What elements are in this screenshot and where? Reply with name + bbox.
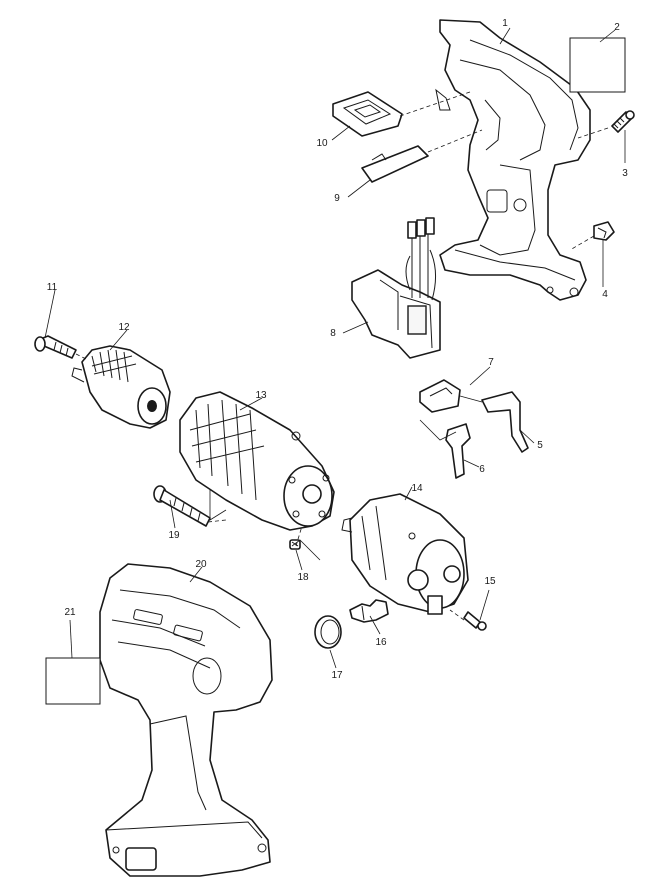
label-plate-21 [45,657,101,705]
part-label-18: 18 [297,572,309,583]
part-label-14: 14 [411,483,423,494]
clip-4 [593,221,615,241]
part-label-20: 20 [195,559,207,570]
leader-lines [44,27,626,669]
part-label-9: 9 [334,193,340,204]
screw-11 [34,335,77,359]
assembly-guide-lines [75,91,609,621]
part-label-12: 12 [118,322,130,333]
part-label-10: 10 [316,138,328,149]
lever-5 [481,391,529,453]
part-label-6: 6 [479,464,485,475]
part-label-4: 4 [602,289,608,300]
part-label-19: 19 [168,530,180,541]
part-numbers: 1 2 3 4 5 6 7 8 9 10 11 12 13 14 15 16 1… [47,18,628,681]
bar-9 [361,145,429,183]
label-plate-2 [569,37,626,93]
plate-10 [332,91,403,137]
screw-19 [153,485,211,527]
screw-15 [463,611,487,631]
chuck-12 [71,345,171,429]
cap-17 [314,615,342,649]
part-label-16: 16 [375,637,387,648]
part-label-1: 1 [502,18,508,29]
screw-3 [611,110,635,133]
lever-6 [445,423,471,479]
part-label-5: 5 [537,440,543,451]
part-label-17: 17 [331,670,343,681]
housing-half-right [435,19,591,301]
brush-holder-16 [349,599,389,623]
part-label-7: 7 [488,357,494,368]
part-label-2: 2 [614,22,620,33]
part-label-8: 8 [330,328,336,339]
part-label-15: 15 [484,576,496,587]
switch-8 [351,217,441,359]
housing-half-left [99,563,273,877]
bracket-7 [419,379,461,413]
part-label-3: 3 [622,168,628,179]
part-label-21: 21 [64,607,76,618]
part-label-13: 13 [255,390,267,401]
part-label-11: 11 [47,282,58,293]
gear-assembly-13 [179,391,335,531]
motor-14 [341,493,469,615]
